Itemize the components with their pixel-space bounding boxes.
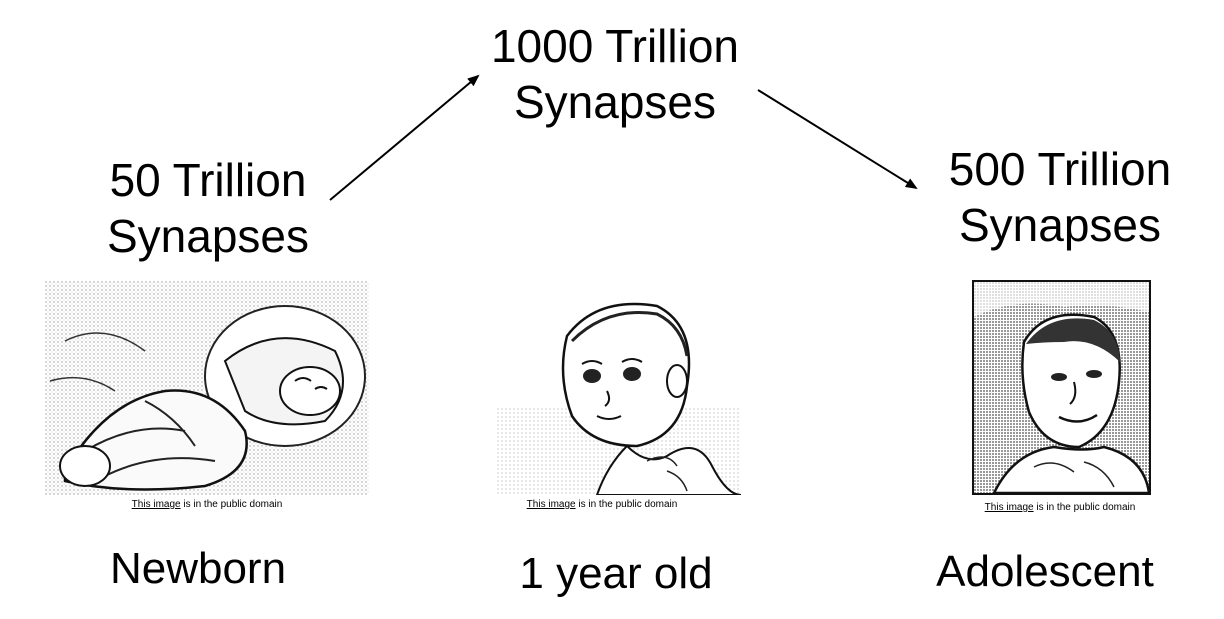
one-year-photo (497, 296, 741, 495)
newborn-photo (45, 281, 369, 495)
newborn-synapse-count: 50 Trillion Synapses (58, 152, 358, 264)
adolescent-image-credit: This image is in the public domain (950, 502, 1170, 513)
adolescent-synapse-count: 500 Trillion Synapses (910, 141, 1210, 253)
newborn-image-credit: This image is in the public domain (45, 499, 369, 510)
one-year-credit-text: is in the public domain (575, 499, 678, 510)
newborn-count-value: 50 Trillion (109, 154, 307, 206)
adolescent-label: Adolescent (936, 547, 1154, 596)
one-year-image-credit: This image is in the public domain (490, 499, 714, 510)
one-year-count-value: 1000 Trillion (490, 20, 740, 72)
newborn-count-unit: Synapses (106, 210, 309, 263)
adolescent-credit-text: is in the public domain (1033, 502, 1136, 513)
one-year-synapse-count: 1000 Trillion Synapses (465, 18, 765, 130)
newborn-credit-text: is in the public domain (180, 499, 283, 510)
one-year-credit-link[interactable]: This image (526, 499, 576, 510)
one-year-count-unit: Synapses (513, 76, 716, 129)
newborn-label: Newborn (109, 544, 287, 593)
adolescent-credit-link[interactable]: This image (984, 502, 1034, 513)
one-year-label: 1 year old (519, 549, 713, 598)
adolescent-count-value: 500 Trillion (948, 143, 1172, 195)
arrow-one-year-to-adolescent (757, 89, 918, 190)
newborn-credit-link[interactable]: This image (131, 499, 181, 510)
adolescent-photo (972, 280, 1151, 495)
adolescent-count-unit: Synapses (958, 199, 1161, 252)
